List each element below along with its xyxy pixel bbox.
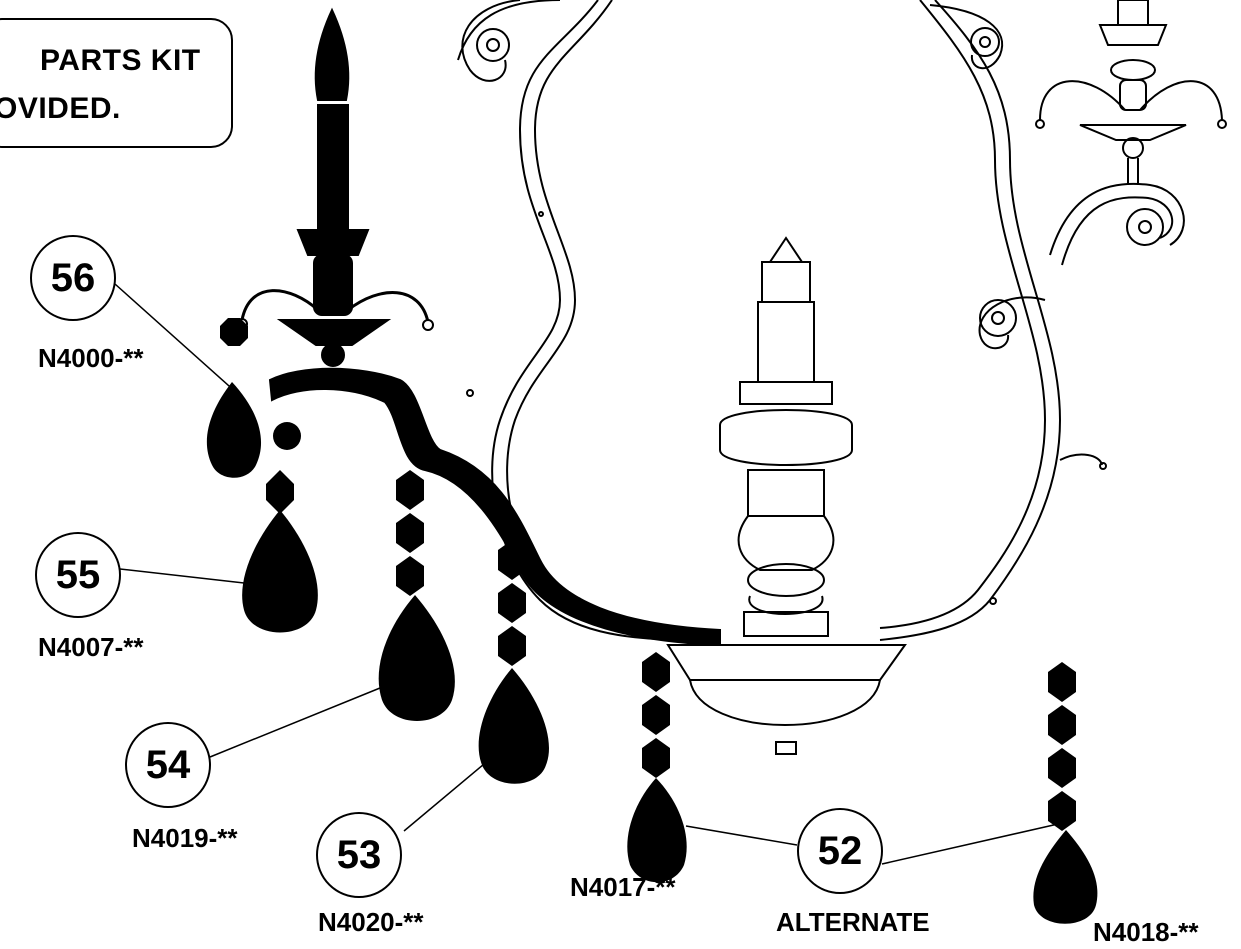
frame-outline xyxy=(457,0,1185,641)
callout-54-number: 54 xyxy=(145,742,191,787)
candle-arm-scrolls xyxy=(240,289,430,323)
callout-53-number: 53 xyxy=(336,832,382,877)
callout-55-number: 55 xyxy=(55,552,101,597)
note-line-2: OVIDED. xyxy=(0,92,121,125)
callout-52-number: 52 xyxy=(817,828,863,873)
note-box xyxy=(0,18,233,148)
rosette-icon xyxy=(476,28,510,62)
upper-candle-arm xyxy=(1035,0,1227,185)
alternate-label: ALTERNATE xyxy=(776,907,930,937)
callout-55: 55 xyxy=(35,532,121,618)
part-label-52a: N4017-** xyxy=(570,872,676,902)
rosette-icon xyxy=(979,299,1017,337)
part-label-52b: N4018-** xyxy=(1093,917,1199,947)
part-label-55: N4007-** xyxy=(38,632,144,662)
part-label-56: N4000-** xyxy=(38,343,144,373)
callout-54: 54 xyxy=(125,722,211,808)
hook-icon xyxy=(422,319,434,331)
note-line-1: PARTS KIT xyxy=(40,44,201,77)
part-label-54: N4019-** xyxy=(132,823,238,853)
rosette-icon xyxy=(1126,208,1164,246)
center-column xyxy=(666,236,907,755)
callout-53: 53 xyxy=(316,812,402,898)
callout-56-number: 56 xyxy=(50,255,96,300)
callout-52: 52 xyxy=(797,808,883,894)
crystal-droplets xyxy=(206,318,1098,924)
rosette-icon xyxy=(970,27,1000,57)
part-label-53: N4020-** xyxy=(318,907,424,937)
callout-56: 56 xyxy=(30,235,116,321)
candle-arm-left xyxy=(268,7,721,647)
leader-lines xyxy=(114,283,1059,865)
